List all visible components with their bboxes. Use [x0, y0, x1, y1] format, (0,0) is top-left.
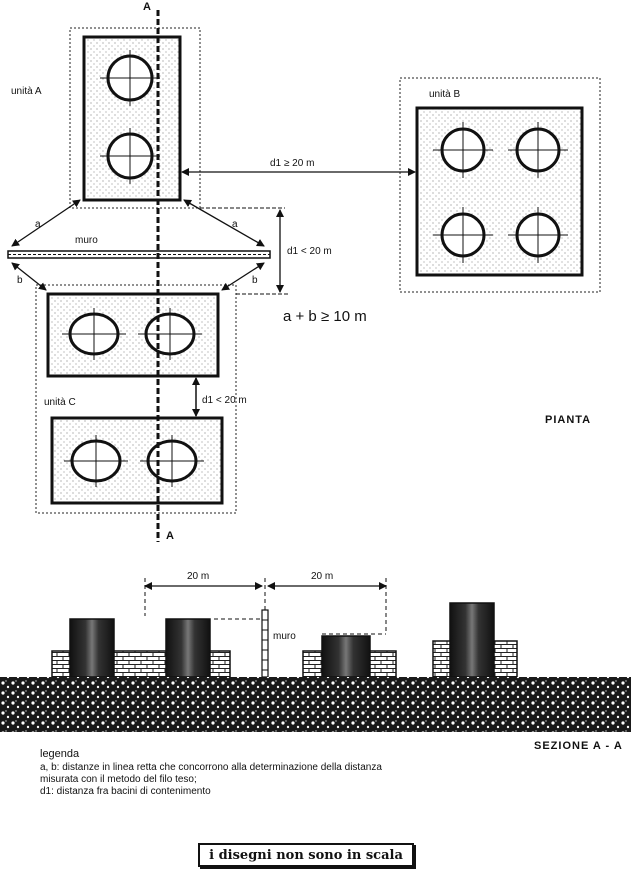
tank-circle: [508, 122, 568, 178]
label-b-right: b: [252, 275, 258, 286]
distance-d1-ab-label: d1 ≥ 20 m: [270, 158, 315, 169]
unit-c-label: unità C: [44, 397, 76, 408]
distance-b-left: [11, 262, 47, 291]
legend-title: legenda: [40, 748, 80, 760]
distance-a-left: [11, 199, 81, 247]
tank-circle: [433, 122, 493, 178]
legend-line-1: a, b: distanze in linea retta che concor…: [40, 762, 382, 773]
wall: [7, 250, 271, 259]
legend-line-2: misurata con il metodo del filo teso;: [40, 774, 197, 785]
section-mark-bottom: A: [166, 530, 175, 542]
unit-c: [50, 416, 224, 505]
unit-b-boundary: [399, 77, 601, 293]
unit-b-label: unità B: [429, 89, 461, 100]
tank-circle: [100, 50, 160, 106]
unit-a: [69, 27, 201, 209]
wall-label: muro: [75, 235, 98, 246]
section-wall: [261, 609, 269, 678]
distance-b-right: [221, 262, 265, 291]
tank-circle: [62, 308, 126, 360]
tank-circle: [508, 207, 568, 263]
label-a-left: a: [35, 219, 41, 230]
tank-circle: [100, 128, 160, 184]
tank-circle: [64, 435, 128, 487]
tank: [321, 635, 371, 678]
distance-a-right: [183, 199, 265, 247]
unit-a-boundary: [69, 27, 201, 209]
distance-d1-wall-label: d1 < 20 m: [287, 246, 332, 257]
distance-d1-ac-label: d1 < 20 m: [202, 395, 247, 406]
unit-b-basin: [415, 106, 584, 277]
section-view: [0, 578, 631, 732]
label-b-left: b: [17, 275, 23, 286]
section-title: SEZIONE A - A: [534, 740, 623, 752]
plan-title: PIANTA: [545, 414, 592, 426]
tank: [69, 618, 115, 678]
unit-middle: [35, 284, 237, 514]
section-dimension-2-label: 20 m: [311, 571, 334, 582]
section-mark-top: A: [143, 1, 152, 13]
tank: [449, 602, 495, 678]
unit-middle-boundary: [35, 284, 237, 514]
plan-view: [7, 10, 601, 542]
scale-note: i disegni non sono in scala: [198, 843, 414, 867]
scale-note-text: i disegni non sono in scala: [209, 847, 403, 863]
unit-a-label: unità A: [11, 86, 42, 97]
legend: legenda a, b: distanze in linea retta ch…: [40, 748, 382, 798]
tank-circle: [140, 435, 204, 487]
unit-b: [399, 77, 601, 293]
section-dimension-1-label: 20 m: [187, 571, 210, 582]
section-wall-label: muro: [273, 631, 296, 642]
legend-line-3: d1: distanza fra bacini di contenimento: [40, 786, 211, 797]
label-a-right: a: [232, 219, 238, 230]
ground: [0, 677, 631, 732]
formula: a + b ≥ 10 m: [283, 308, 367, 325]
tank-circle: [433, 207, 493, 263]
tank: [165, 618, 211, 678]
